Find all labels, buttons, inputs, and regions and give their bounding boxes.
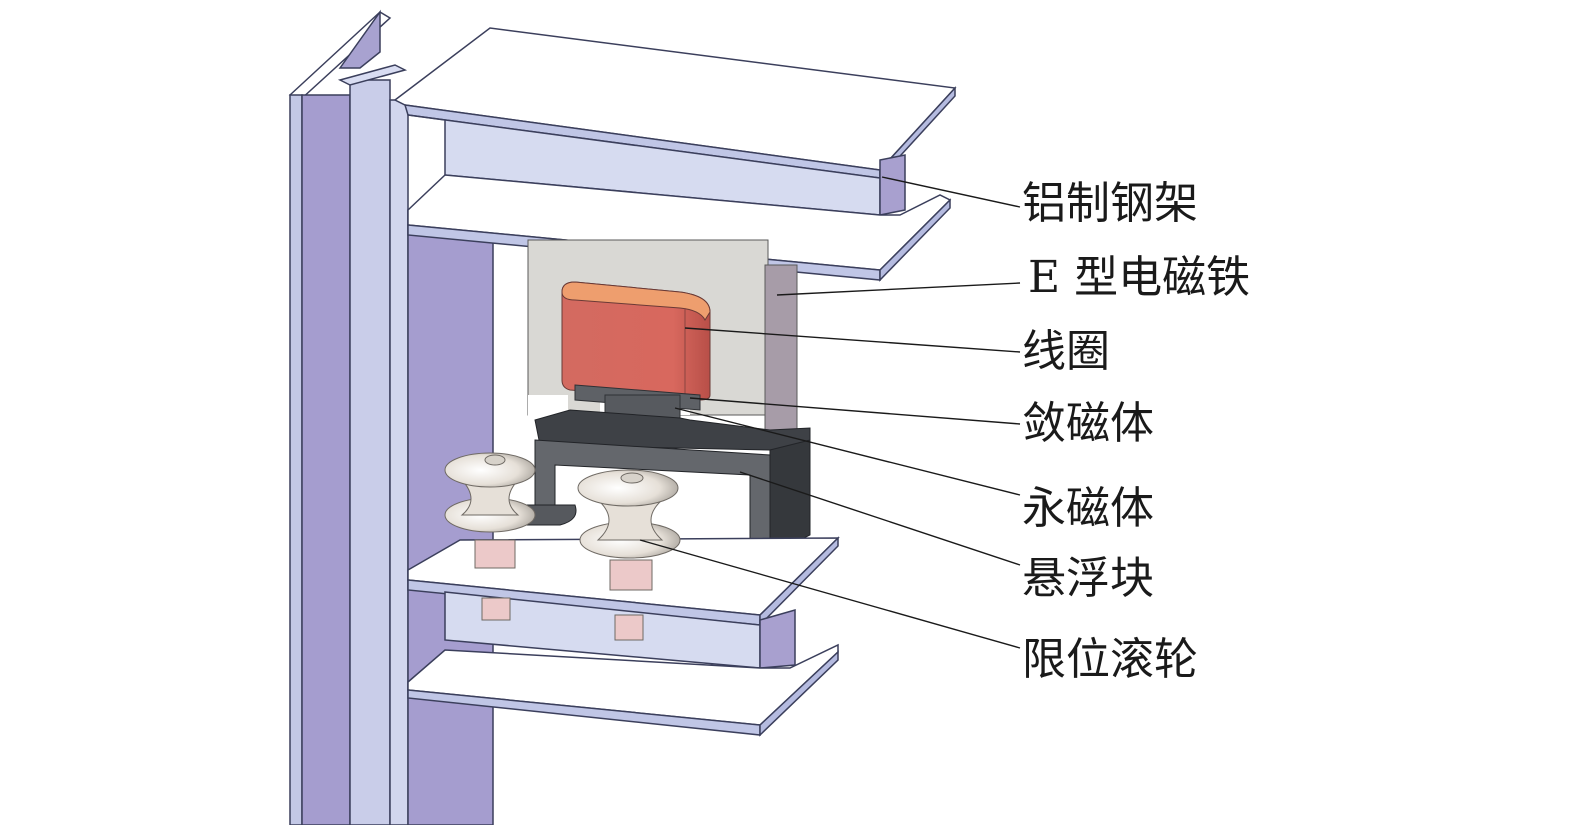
leader-line-aluminum-frame	[881, 176, 1021, 208]
label-e-electromagnet: E 型电磁铁	[1028, 252, 1251, 303]
label-aluminum-frame: 铝制钢架	[1022, 178, 1198, 229]
leader-line-flux-concentrator	[689, 397, 1021, 425]
leader-line-levitation-block	[739, 471, 1021, 566]
leader-line-coil	[684, 327, 1021, 353]
limit-roller-left	[444, 452, 536, 621]
vertical-column	[288, 9, 494, 826]
label-coil: 线圈	[1022, 326, 1110, 377]
label-limit-roller: 限位滚轮	[1022, 634, 1198, 685]
leader-line-limit-roller	[639, 539, 1021, 649]
leader-line-e-electromagnet	[776, 282, 1021, 296]
limit-roller-right	[577, 469, 681, 641]
label-permanent-magnet: 永磁体	[1022, 483, 1154, 534]
coil	[561, 281, 711, 401]
leader-lines	[639, 176, 1021, 649]
label-levitation-block: 悬浮块	[1022, 553, 1154, 604]
label-flux-concentrator: 敛磁体	[1022, 398, 1154, 449]
leader-line-permanent-magnet	[674, 407, 1021, 496]
